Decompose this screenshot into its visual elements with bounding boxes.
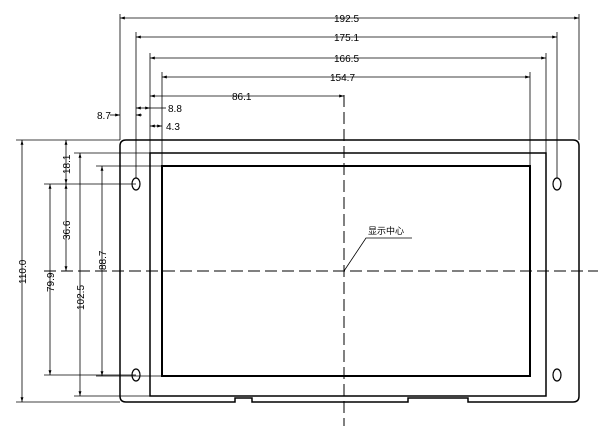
dim-bezel-to-area: 4.3 bbox=[166, 122, 180, 133]
vertical-dimension-labels: 110.0 102.5 88.7 79.9 36.6 18.1 bbox=[18, 154, 109, 310]
dim-center-offset: 86.1 bbox=[232, 92, 252, 103]
dim-overall-height: 110.0 bbox=[18, 259, 29, 284]
dim-hole-to-edge: 8.7 bbox=[97, 111, 111, 122]
dim-bezel-width: 166.5 bbox=[334, 54, 359, 65]
dim-active-area-width: 154.7 bbox=[330, 73, 355, 84]
horizontal-dimension-labels: 192.5 175.1 166.5 154.7 86.1 8.7 8.8 4.3 bbox=[97, 14, 359, 133]
horizontal-dimension-lines bbox=[110, 14, 580, 178]
mount-holes bbox=[131, 177, 562, 382]
mount-hole-bottom-right bbox=[552, 368, 562, 382]
dim-hole-to-bezel: 8.8 bbox=[168, 104, 182, 115]
outer-frame bbox=[119, 139, 580, 403]
dim-bezel-height: 102.5 bbox=[76, 285, 87, 310]
bezel bbox=[149, 152, 547, 397]
mount-hole-top-right bbox=[552, 177, 562, 191]
vertical-dimension-lines bbox=[16, 139, 162, 403]
display-center-label: 显示中心 bbox=[368, 225, 404, 237]
dim-center-from-hole: 36.6 bbox=[62, 220, 73, 240]
dim-active-area-height: 88.7 bbox=[98, 250, 109, 270]
dim-top-margin: 18.1 bbox=[62, 154, 73, 174]
dim-mount-hole-spacing: 175.1 bbox=[334, 33, 359, 44]
dim-overall-width: 192.5 bbox=[334, 14, 359, 25]
dim-mount-hole-vertical: 79.9 bbox=[46, 272, 57, 292]
display-center-leader bbox=[343, 237, 412, 272]
center-lines bbox=[44, 95, 598, 426]
